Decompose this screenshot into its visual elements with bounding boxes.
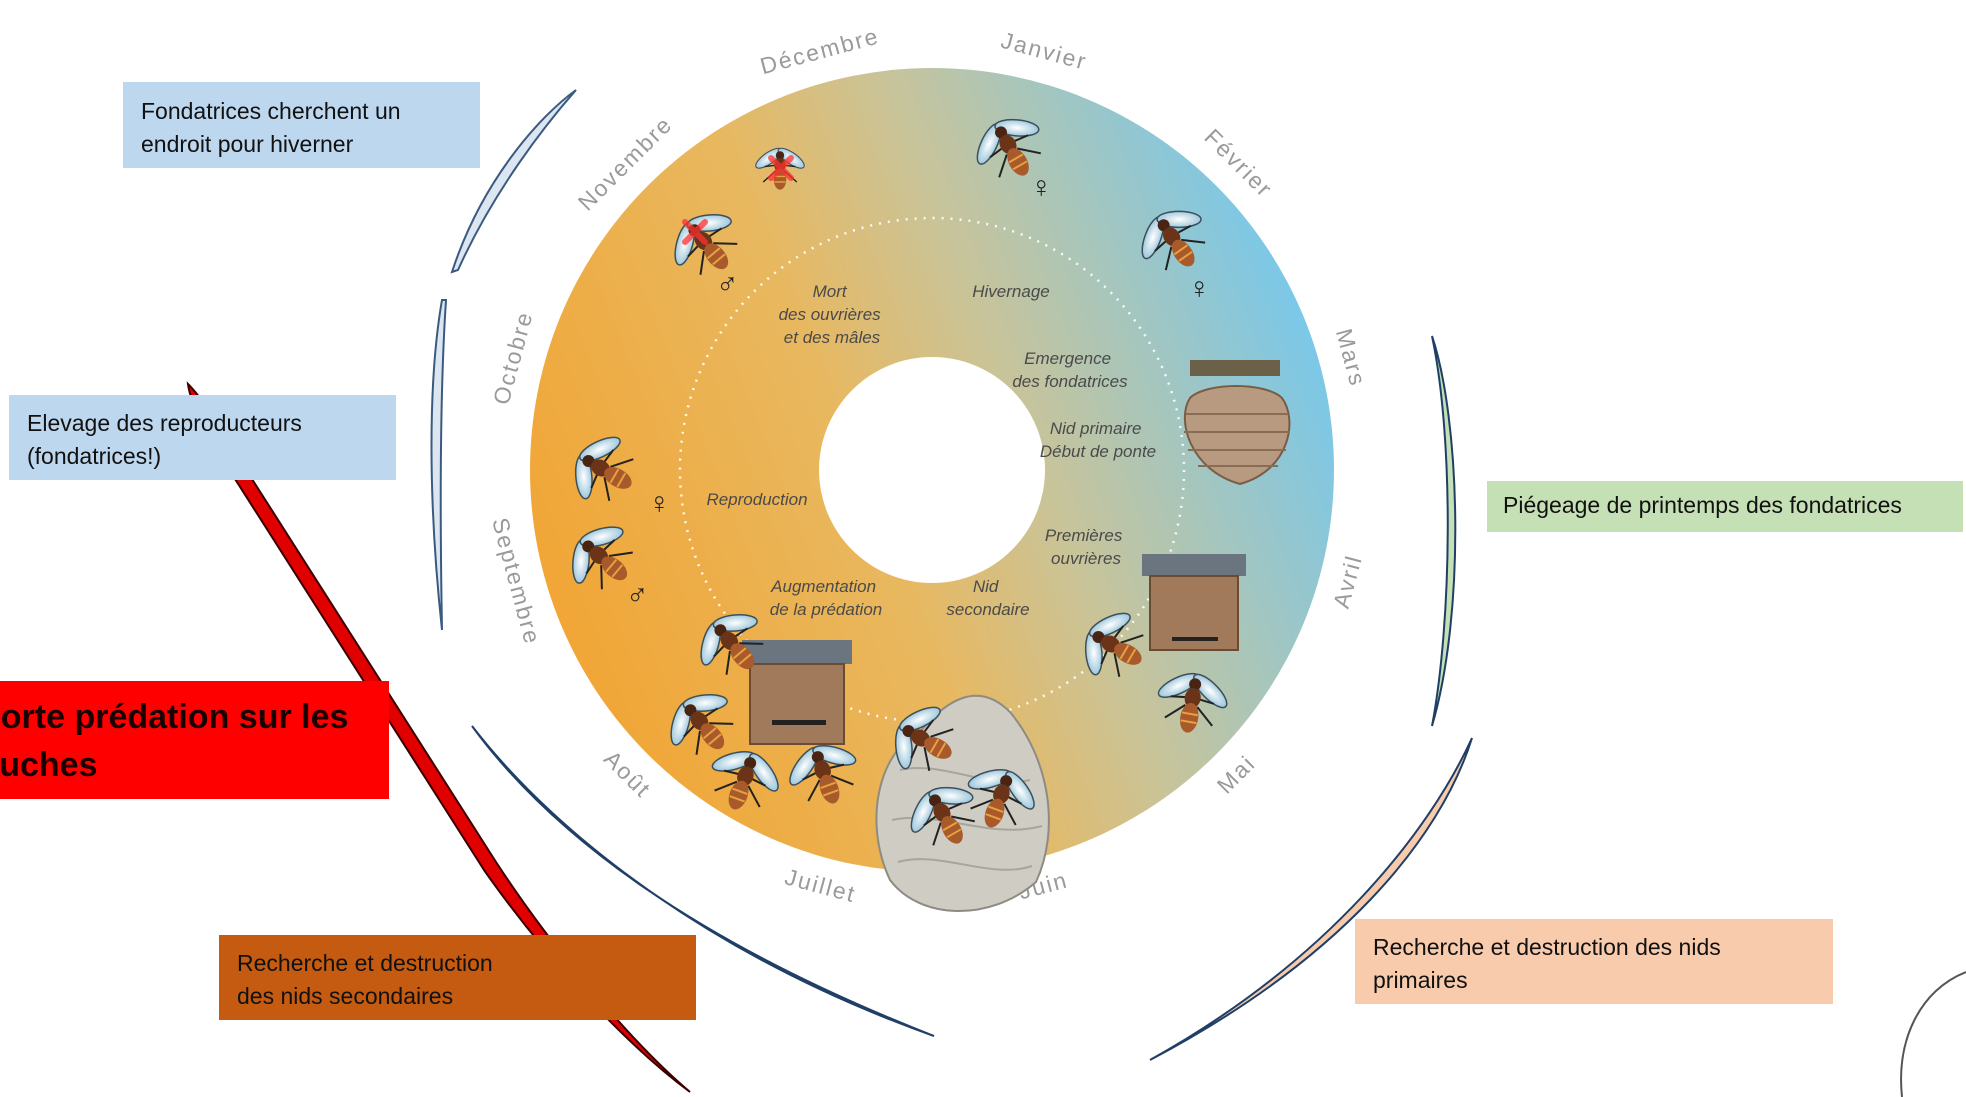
sex-symbols: ♀ ♀ ♂ ♀ ♂ [626,171,1211,612]
month-label-4: Mai [1212,750,1261,799]
box-line: Recherche et destruction des nids [1373,934,1721,960]
box-line: endroit pour hiverner [141,131,354,157]
secondary-nests-box: Recherche et destruction des nids second… [219,935,696,1020]
phase-hivernage: Hivernage [972,282,1050,301]
phase-reproduction: Reproduction [706,490,807,509]
beehive-icon-right [1142,554,1246,651]
bracket-arc-spring [1431,335,1457,727]
male-symbol-icon: ♂ [626,579,649,612]
box-line: Recherche et destruction [237,950,493,976]
phase-nid-secondaire: Nid secondaire [946,577,1029,619]
phase-premieres-ouvrieres: Premières ouvrières [1045,526,1127,568]
month-label-11: Décembre [757,22,882,79]
dead-cross-icon [682,219,708,245]
female-symbol-icon: ♀ [648,487,671,520]
box-line: des nids secondaires [237,983,454,1009]
month-label-3: Avril [1328,552,1367,611]
lifecycle-ring [530,68,1334,872]
box-line: primaires [1373,967,1468,993]
month-label-2: Mars [1331,326,1371,390]
hive-predation-box: Forte prédation sur les ruches [0,681,389,799]
month-label-6: Juillet [782,863,859,907]
box-line: Elevage des reproducteurs [27,410,302,436]
male-symbol-icon: ♂ [716,268,739,301]
phase-augmentation-predation: Augmentation de la prédation [770,577,882,619]
bracket-arc-breeding [430,299,448,631]
dead-cross-icon [768,155,794,181]
dead-markers [682,155,794,245]
phase-labels: Mort des ouvrières et des mâles Hivernag… [706,282,1156,619]
beehive-icon-left [742,640,852,745]
box-line: ruches [0,746,98,784]
spring-trapping-box: Piégeage de printemps des fondatrices [1487,481,1963,532]
box-line: Piégeage de printemps des fondatrices [1503,492,1902,518]
edge-decoration [1900,971,1966,1097]
box-line: Forte prédation sur les [0,698,349,736]
bracket-arc-primary [1149,737,1473,1061]
winter-shelter-box: Fondatrices cherchent un endroit pour hi… [123,82,480,168]
box-line: Fondatrices cherchent un [141,98,401,124]
phase-nid-primaire: Nid primaire Début de ponte [1040,419,1156,461]
female-symbol-icon: ♀ [1188,272,1211,305]
box-line: (fondatrices!) [27,443,162,469]
phase-emergence: Emergence des fondatrices [1012,349,1128,391]
primary-nests-box: Recherche et destruction des nids primai… [1355,919,1833,1004]
bracket-arc-winter [450,89,577,274]
primary-nest-icon [1183,360,1291,486]
female-symbol-icon: ♀ [1030,171,1053,204]
phase-mort: Mort des ouvrières et des mâles [779,282,886,347]
bracket-arc-secondary [471,725,935,1037]
month-label-0: Janvier [998,27,1090,75]
breeding-box: Elevage des reproducteurs (fondatrices!) [9,395,396,480]
month-label-9: Octobre [488,308,538,407]
